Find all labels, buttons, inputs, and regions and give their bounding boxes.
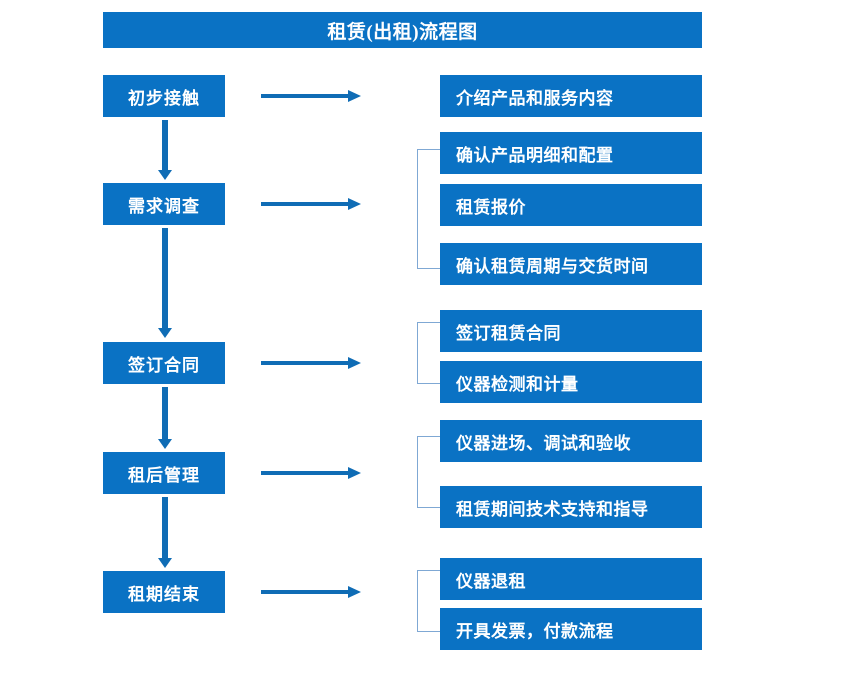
arrow-head (158, 328, 172, 338)
stage-box-2[interactable]: 需求调查 (103, 183, 225, 225)
vertical-arrow-stage3-stage4 (158, 387, 172, 449)
detail-box-1[interactable]: 介绍产品和服务内容 (440, 75, 702, 117)
arrow-head (348, 198, 361, 210)
horizontal-arrow-stage5 (261, 584, 361, 600)
arrow-shaft (162, 387, 168, 439)
group-bracket-stage5 (417, 570, 440, 632)
arrow-shaft (162, 497, 168, 558)
arrow-shaft (162, 120, 168, 170)
detail-box-2[interactable]: 确认产品明细和配置 (440, 132, 702, 174)
group-bracket-stage2 (417, 149, 440, 269)
horizontal-arrow-stage4 (261, 465, 361, 481)
arrow-shaft (261, 590, 349, 594)
horizontal-arrow-stage3 (261, 355, 361, 371)
arrow-head (158, 170, 172, 180)
arrow-head (348, 90, 361, 102)
arrow-head (348, 467, 361, 479)
arrow-head (348, 357, 361, 369)
stage-box-5[interactable]: 租期结束 (103, 571, 225, 613)
detail-box-8[interactable]: 租赁期间技术支持和指导 (440, 486, 702, 528)
detail-box-9[interactable]: 仪器退租 (440, 558, 702, 600)
detail-box-10[interactable]: 开具发票，付款流程 (440, 608, 702, 650)
vertical-arrow-stage1-stage2 (158, 120, 172, 180)
arrow-shaft (261, 94, 349, 98)
group-bracket-stage4 (417, 436, 440, 508)
arrow-head (158, 439, 172, 449)
stage-box-4[interactable]: 租后管理 (103, 452, 225, 494)
horizontal-arrow-stage2 (261, 196, 361, 212)
detail-box-7[interactable]: 仪器进场、调试和验收 (440, 420, 702, 462)
detail-box-6[interactable]: 仪器检测和计量 (440, 361, 702, 403)
detail-box-4[interactable]: 确认租赁周期与交货时间 (440, 243, 702, 285)
stage-box-3[interactable]: 签订合同 (103, 342, 225, 384)
stage-box-1[interactable]: 初步接触 (103, 75, 225, 117)
arrow-shaft (162, 228, 168, 328)
arrow-shaft (261, 361, 349, 365)
vertical-arrow-stage2-stage3 (158, 228, 172, 338)
group-bracket-stage3 (417, 322, 440, 384)
arrow-head (348, 586, 361, 598)
horizontal-arrow-stage1 (261, 88, 361, 104)
detail-box-3[interactable]: 租赁报价 (440, 184, 702, 226)
page-title: 租赁(出租)流程图 (103, 12, 702, 48)
arrow-shaft (261, 202, 349, 206)
arrow-shaft (261, 471, 349, 475)
vertical-arrow-stage4-stage5 (158, 497, 172, 568)
arrow-head (158, 558, 172, 568)
detail-box-5[interactable]: 签订租赁合同 (440, 310, 702, 352)
